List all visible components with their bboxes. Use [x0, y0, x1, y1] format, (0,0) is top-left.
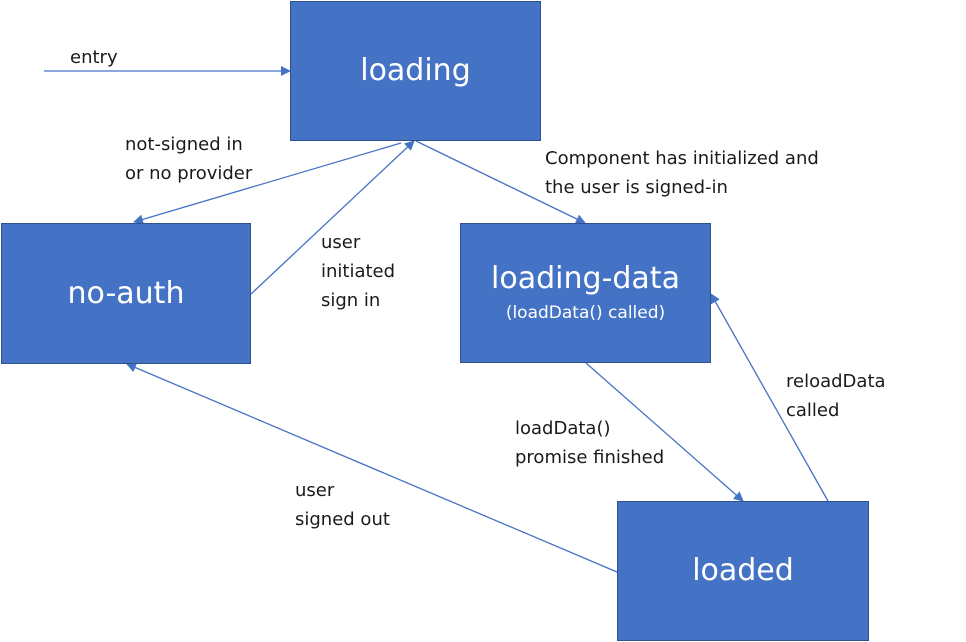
- label-load-data-finished-line-1: loadData(): [515, 418, 611, 439]
- state-no-auth: no-auth: [1, 223, 251, 364]
- label-component-initialized-line-2: the user is signed-in: [545, 177, 728, 198]
- label-user-signed-out-line-2: signed out: [295, 509, 390, 530]
- label-user-signed-out-line-1: user: [295, 480, 335, 501]
- state-no-auth-title: no-auth: [67, 275, 185, 311]
- label-load-data-finished: loadData() promise finished: [515, 414, 664, 472]
- label-reload-data-line-1: reloadData: [786, 371, 886, 392]
- label-component-initialized: Component has initialized and the user i…: [545, 144, 819, 202]
- arrow-loaded-to-loading-data: [710, 293, 829, 502]
- label-entry-line: entry: [70, 47, 118, 68]
- arrow-no-auth-to-loading: [250, 140, 415, 295]
- label-user-initiated-sign-in: user initiated sign in: [321, 228, 395, 315]
- arrow-loading-to-no-auth: [133, 142, 402, 225]
- arrow-loading-data-to-loaded: [585, 362, 744, 502]
- label-user-initiated-line-1: user: [321, 232, 361, 253]
- state-loading-title: loading: [360, 53, 471, 88]
- label-reload-data-line-2: called: [786, 400, 840, 421]
- label-load-data-finished-line-2: promise finished: [515, 447, 665, 468]
- label-entry: entry: [70, 43, 118, 72]
- label-component-initialized-line-1: Component has initialized and: [545, 148, 819, 169]
- state-loaded: loaded: [617, 501, 869, 641]
- label-not-signed-in: not-signed in or no provider: [125, 130, 252, 188]
- state-loading-data: loading-data (loadData() called): [460, 223, 711, 363]
- label-not-signed-in-line-2: or no provider: [125, 163, 253, 184]
- label-reload-data-called: reloadData called: [786, 367, 886, 425]
- state-loading-data-subtitle: (loadData() called): [505, 303, 666, 323]
- arrow-loaded-to-no-auth: [126, 362, 618, 573]
- label-user-initiated-line-2: initiated: [321, 261, 396, 282]
- label-user-initiated-line-3: sign in: [321, 290, 381, 311]
- label-not-signed-in-line-1: not-signed in: [125, 134, 243, 155]
- state-loading-data-title: loading-data: [491, 261, 680, 296]
- arrow-loading-to-loading-data: [415, 140, 586, 224]
- state-loading: loading: [290, 1, 541, 141]
- state-loaded-title: loaded: [692, 553, 794, 588]
- label-user-signed-out: user signed out: [295, 476, 390, 534]
